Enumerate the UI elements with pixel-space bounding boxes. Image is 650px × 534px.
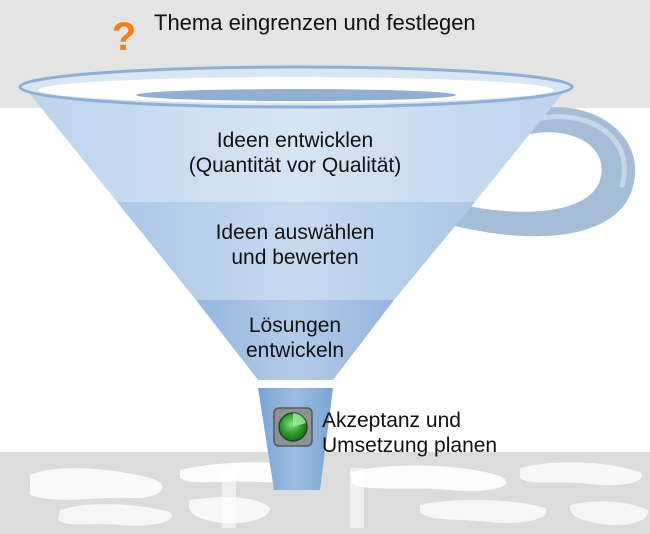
funnel-rim [18,65,574,109]
svg-text:?: ? [112,15,136,59]
funnel-band-1 [22,84,570,202]
top-title-label: Thema eingrenzen und festlegen [154,10,476,35]
stage-label-ideen-entwicklen: Ideen entwicklen (Quantität vor Qualität… [140,128,450,178]
stage-label-akzeptanz-umsetzung: Akzeptanz und Umsetzung planen [322,408,562,458]
funnel-band-2 [117,202,475,300]
funnel-band-3 [196,300,394,380]
stage-label-ideen-auswaehlen: Ideen auswählen und bewerten [160,220,430,270]
stage-line: entwickeln [245,339,345,362]
stage-line: Ideen entwicklen [216,129,374,152]
stage-line: Umsetzung planen [322,434,498,457]
stage-line: Ideen auswählen [215,221,375,244]
stage-line: Akzeptanz und [322,409,461,432]
question-mark-icon: ? [112,15,136,59]
stage-line: Lösungen [248,314,342,337]
funnel-handle [455,107,636,237]
stage-label-loesungen-entwickeln: Lösungen entwickeln [200,313,390,363]
water-splash-decoration [30,462,649,528]
stage-line: und bewerten [231,246,359,269]
green-radar-button-icon [273,407,313,447]
stage-line: (Quantität vor Qualität) [188,154,402,177]
